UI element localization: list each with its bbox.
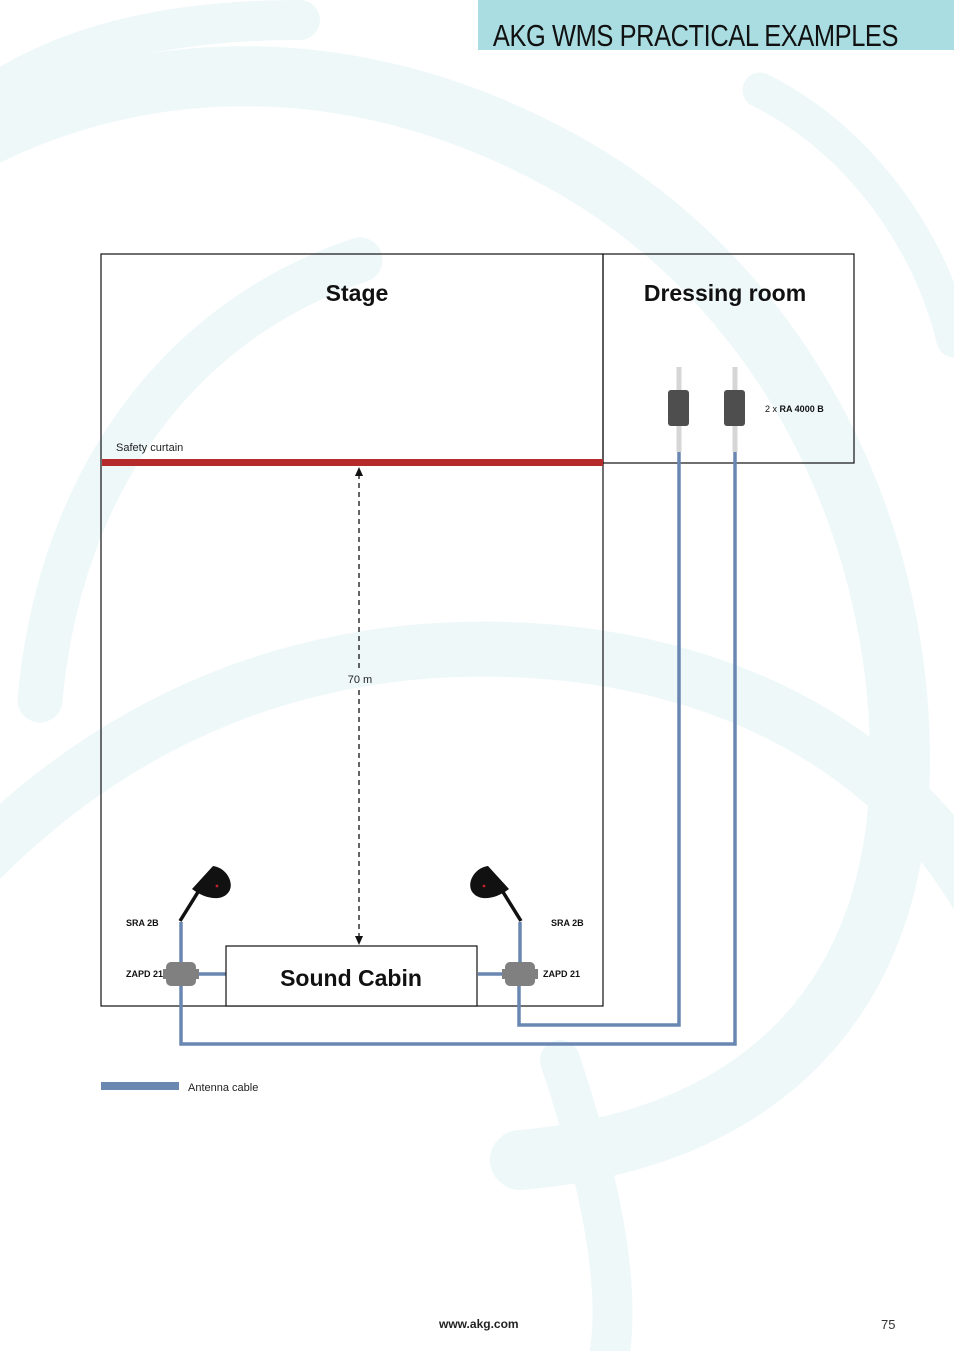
antenna-right-icon	[470, 866, 523, 922]
amplifier-label: 2 x RA 4000 B	[765, 404, 824, 414]
antenna-left-icon	[178, 866, 231, 922]
amplifier-left-icon	[668, 367, 689, 452]
dressing-room-area	[602, 253, 855, 464]
splitter-left-icon	[163, 962, 199, 986]
antenna-cables	[179, 451, 737, 1046]
page-title: AKG WMS PRACTICAL EXAMPLES	[492, 18, 899, 53]
dressing-room-title: Dressing room	[644, 280, 806, 306]
distance-arrow	[355, 467, 363, 945]
amplifier-right-icon	[724, 367, 745, 452]
splitter-left-label: ZAPD 21	[126, 969, 163, 979]
antenna-cable-left-to-amp	[179, 451, 737, 1046]
splitter-right-icon	[502, 962, 538, 986]
safety-curtain-label: Safety curtain	[116, 442, 183, 454]
safety-curtain-line	[102, 459, 603, 466]
sound-cabin-label: Sound Cabin	[280, 965, 422, 991]
distance-label: 70 m	[348, 674, 372, 686]
antenna-left-label: SRA 2B	[126, 918, 159, 928]
stage-title: Stage	[326, 280, 389, 306]
antenna-right-label: SRA 2B	[551, 918, 584, 928]
legend-label-antenna-cable: Antenna cable	[188, 1082, 258, 1094]
header-band	[478, 0, 954, 50]
page-number: 75	[881, 1317, 896, 1332]
antenna-cable-right-to-amp	[517, 451, 681, 1027]
splitter-right-label: ZAPD 21	[543, 969, 580, 979]
legend-swatch-antenna-cable	[101, 1082, 179, 1090]
stage-area	[100, 253, 604, 1007]
footer-url: www.akg.com	[439, 1317, 519, 1331]
sound-cabin	[225, 945, 478, 1007]
